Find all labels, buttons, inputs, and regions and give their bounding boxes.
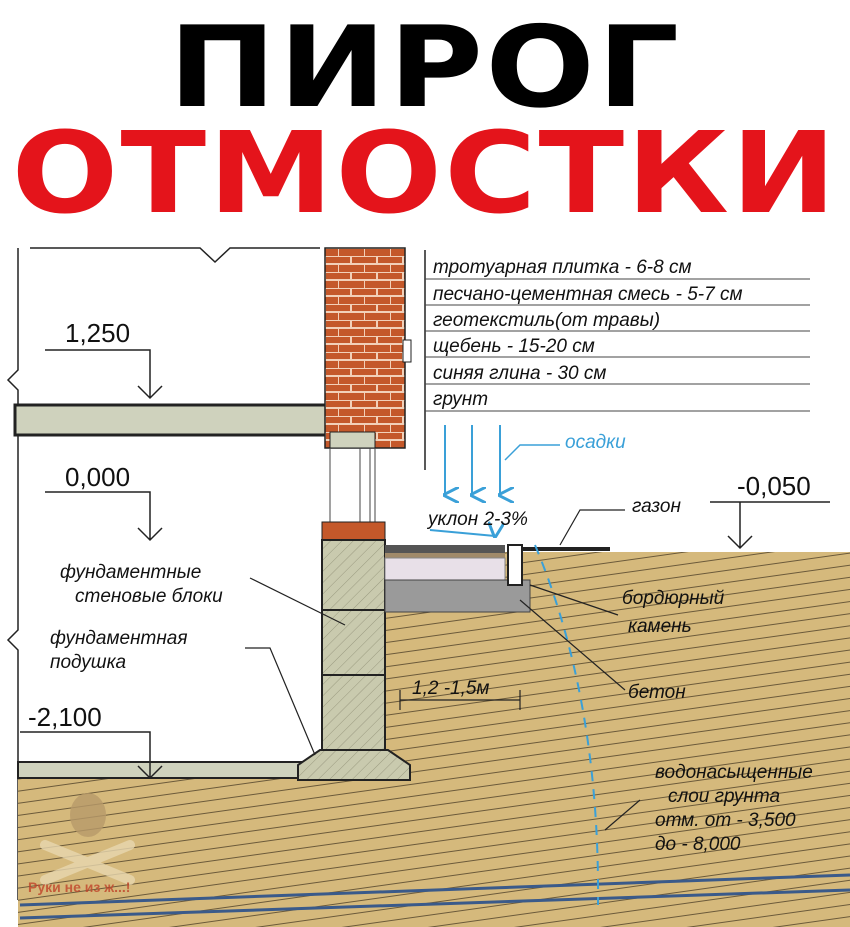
title-line-1: ПИРОГ xyxy=(168,3,682,133)
water-label-4: до - 8,000 xyxy=(655,834,741,855)
width-label: 1,2 -1,5м xyxy=(412,678,489,699)
section-break-line xyxy=(6,248,19,900)
rain-label: осадки xyxy=(565,432,626,453)
soil-under xyxy=(18,775,850,927)
water-label-1: водонасыщенные xyxy=(655,762,813,783)
level-2100: -2,100 xyxy=(28,702,102,732)
foundation-blocks xyxy=(321,539,386,751)
curb-label-1: бордюрный xyxy=(622,588,725,609)
blocks-label-2: стеновые блоки xyxy=(75,586,223,607)
drainage-path xyxy=(534,544,600,906)
watermark-text: Руки не из ж...! xyxy=(28,879,130,895)
layer-1: тротуарная плитка - 6-8 см xyxy=(433,257,692,278)
blind-area-layers xyxy=(384,544,531,613)
brick-sill xyxy=(321,521,386,541)
level-0000: 0,000 xyxy=(65,462,130,492)
layer-6: грунт xyxy=(433,389,488,410)
level-0050: -0,050 xyxy=(737,471,811,501)
layer-lines xyxy=(425,278,810,412)
pad-label-2: подушка xyxy=(50,652,126,673)
layer-3: геотекстиль(от травы) xyxy=(433,310,660,331)
wall-fastener xyxy=(402,339,412,363)
layer-2: песчано-цементная смесь - 5-7 см xyxy=(433,284,743,305)
rain-arrows xyxy=(445,425,500,495)
water-label-2: слои грунта xyxy=(668,786,780,807)
curb-label-2: камень xyxy=(628,616,692,637)
layer-4: щебень - 15-20 см xyxy=(433,336,595,357)
ceiling-line xyxy=(30,247,320,264)
basement-floor xyxy=(17,761,304,779)
level-1250: 1,250 xyxy=(65,318,130,348)
watermark-logo: Руки не из ж...! xyxy=(28,793,135,895)
floor-slab xyxy=(13,403,332,437)
title-line-2: ОТМОСТКИ xyxy=(11,109,839,239)
water-layer xyxy=(19,873,850,920)
slope-label: уклон 2-3% xyxy=(426,509,528,530)
foundation-pad xyxy=(297,749,411,781)
blocks-label-1: фундаментные xyxy=(60,562,201,583)
layer-5: синяя глина - 30 см xyxy=(433,363,606,384)
pad-label-1: фундаментная xyxy=(50,628,188,649)
water-label-3: отм. от - 3,500 xyxy=(655,810,796,831)
concrete-label: бетон xyxy=(628,682,686,703)
lawn-label: газон xyxy=(632,496,681,517)
curb-stone xyxy=(507,544,523,586)
leader-lines xyxy=(245,509,641,831)
brick-wall xyxy=(324,247,406,449)
level-marks xyxy=(20,349,830,780)
slab-bearing xyxy=(329,431,376,449)
basement-vent xyxy=(329,448,376,525)
